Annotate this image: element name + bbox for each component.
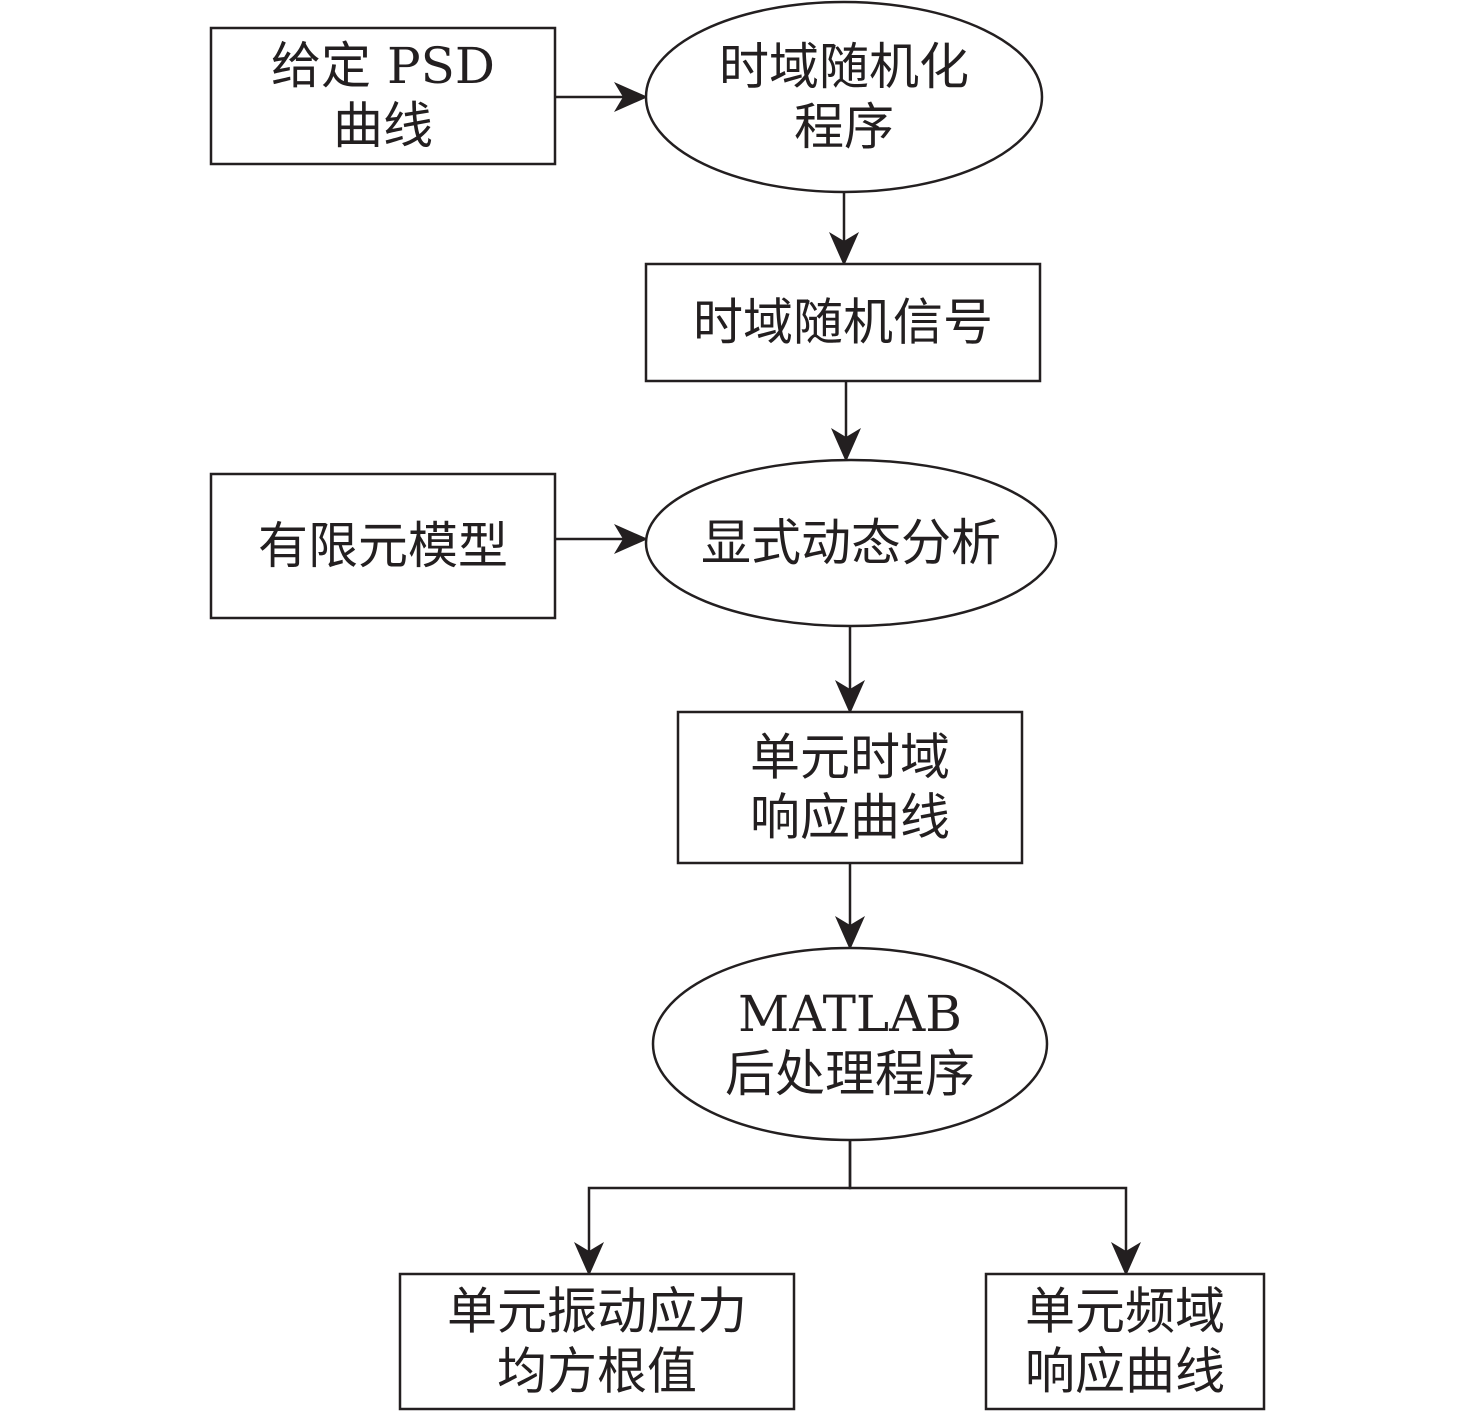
node-explicit: 显式动态分析 [644,458,1058,628]
node-explicit-label-0: 显式动态分析 [701,514,1001,572]
node-matlab-label-0: MATLAB [738,985,962,1043]
node-matlab-shape [651,946,1049,1142]
node-time_resp-shape [676,710,1024,865]
node-freq_resp-shape [984,1272,1266,1411]
node-rms-label-1: 均方根值 [497,1343,697,1401]
node-freq_resp-label-0: 单元频域 [1025,1283,1225,1341]
node-psd-label-0: 给定 PSD [271,37,495,95]
node-randomize-label-1: 程序 [794,98,894,156]
node-signal-shape [644,262,1042,383]
node-time_resp-label-0: 单元时域 [750,729,950,787]
node-psd-label-1: 曲线 [333,97,433,155]
node-matlab-label-1: 后处理程序 [725,1045,975,1103]
node-psd-shape [209,26,557,166]
edge-layer [555,82,1141,1276]
node-layer: 给定 PSD曲线时域随机化程序时域随机信号有限元模型显式动态分析单元时域响应曲线… [209,0,1266,1411]
node-time_resp-label-1: 响应曲线 [750,789,950,847]
node-fem: 有限元模型 [209,472,557,620]
node-rms-label-0: 单元振动应力 [447,1283,747,1341]
node-signal-label-0: 时域随机信号 [693,294,993,352]
node-randomize-shape [644,0,1044,194]
node-randomize-label-0: 时域随机化 [719,38,969,96]
edge-matlab-to-freq_resp [848,1140,1141,1276]
node-freq_resp-label-1: 响应曲线 [1025,1343,1225,1401]
node-signal: 时域随机信号 [644,262,1042,383]
node-explicit-shape [644,458,1058,628]
node-rms-shape [398,1272,796,1411]
node-fem-label-0: 有限元模型 [258,517,508,575]
node-fem-shape [209,472,557,620]
edge-matlab-to-rms [574,1140,852,1276]
